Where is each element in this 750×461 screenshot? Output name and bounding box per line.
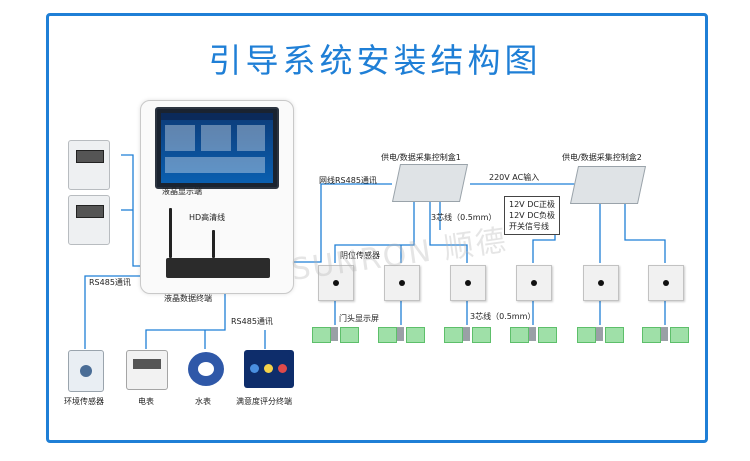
controller1-device xyxy=(391,164,469,202)
pit-sensor-3 xyxy=(450,265,486,301)
door-display-3 xyxy=(444,327,491,343)
rating-terminal-device xyxy=(244,350,294,388)
controller2-device xyxy=(569,166,647,204)
water-meter-device xyxy=(188,352,224,386)
env-sensor-device xyxy=(68,350,104,392)
door-display-5 xyxy=(577,327,624,343)
wire-negative: 12V DC负极 xyxy=(509,211,555,220)
lcd-display-device xyxy=(155,107,279,189)
door-display-1 xyxy=(312,327,359,343)
electric-meter-label: 电表 xyxy=(138,397,154,406)
data-terminal-label: 液晶数据终端 xyxy=(164,294,212,303)
wall-meter-top xyxy=(68,140,110,190)
pit-sensor-2 xyxy=(384,265,420,301)
rs485-bottom-label: RS485通讯 xyxy=(231,317,273,326)
cable-3core-label-1: 3芯线（0.5mm） xyxy=(431,213,497,222)
pit-sensor-6 xyxy=(648,265,684,301)
wire-legend-box: 12V DC正极 12V DC负极 开关信号线 xyxy=(504,196,560,235)
data-terminal-device xyxy=(166,258,270,278)
network-rs485-label: 网线RS485通讯 xyxy=(319,176,377,185)
door-display-label: 门头显示屏 xyxy=(339,314,379,323)
pit-sensor-1 xyxy=(318,265,354,301)
rating-terminal-label: 满意度评分终端 xyxy=(236,397,292,406)
pit-sensor-4 xyxy=(516,265,552,301)
ac-input-label: 220V AC输入 xyxy=(489,173,540,182)
env-sensor-label: 环境传感器 xyxy=(64,397,104,406)
water-meter-label: 水表 xyxy=(195,397,211,406)
lcd-display-label: 液晶显示端 xyxy=(162,187,202,196)
wire-signal: 开关信号线 xyxy=(509,222,549,231)
cable-3core-label-2: 3芯线（0.5mm） xyxy=(470,312,536,321)
pit-sensor-5 xyxy=(583,265,619,301)
pit-sensor-label: 阴位传感器 xyxy=(340,251,380,260)
rs485-left-label: RS485通讯 xyxy=(89,278,131,287)
door-display-6 xyxy=(642,327,689,343)
hd-cable-label: HD高清线 xyxy=(189,213,226,222)
door-display-2 xyxy=(378,327,425,343)
antenna-right xyxy=(212,230,215,258)
antenna-left xyxy=(169,208,172,258)
wire-positive: 12V DC正极 xyxy=(509,200,555,209)
controller2-label: 供电/数据采集控制盒2 xyxy=(562,153,642,162)
diagram-title: 引导系统安装结构图 xyxy=(208,41,542,80)
electric-meter-device xyxy=(126,350,168,390)
door-display-4 xyxy=(510,327,557,343)
wall-meter-bottom xyxy=(68,195,110,245)
controller1-label: 供电/数据采集控制盒1 xyxy=(381,153,461,162)
